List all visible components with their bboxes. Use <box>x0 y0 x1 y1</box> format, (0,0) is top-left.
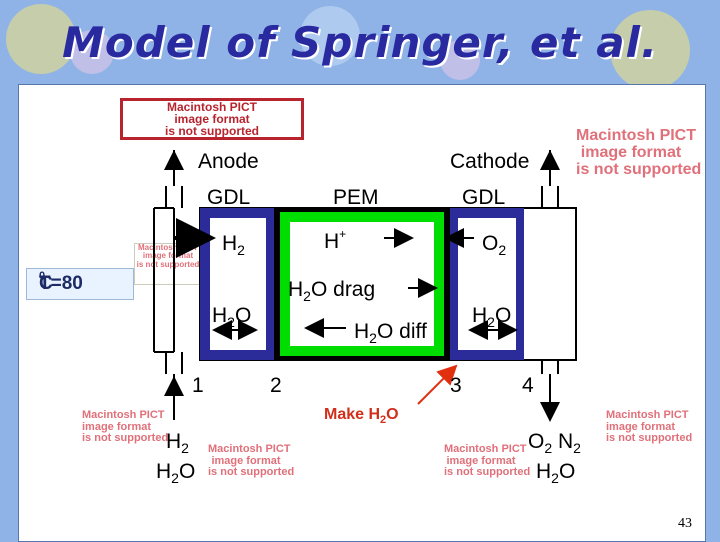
pict-placeholder-top-left: Macintosh PICT image format is not suppo… <box>120 98 304 140</box>
gdl-left-label: GDL <box>207 186 251 209</box>
pict-placeholder-bottom-b: Macintosh PICT image format is not suppo… <box>208 443 295 479</box>
node-4-label: 4 <box>522 374 534 397</box>
page-number: 43 <box>678 516 692 531</box>
slide-title: Model of Springer, et al. <box>62 18 658 67</box>
anode-inlet-h2o-label: H2O <box>156 460 196 486</box>
node-1-label: 1 <box>192 374 204 397</box>
make-h2o-label: Make H2O <box>324 406 399 426</box>
h2o-right-label: H2O <box>472 304 512 330</box>
h2o-left-label: H2O <box>212 304 252 330</box>
node-2-label: 2 <box>270 374 282 397</box>
pict-placeholder-bottom-c: Macintosh PICT image format is not suppo… <box>444 443 531 479</box>
background-bubble <box>440 40 480 80</box>
background-bubble <box>610 10 690 90</box>
gdl-right-label: GDL <box>462 186 506 209</box>
anode-label: Anode <box>198 150 259 173</box>
cathode-label: Cathode <box>450 150 530 173</box>
cathode-inlet-o2n2-label: O2 N2 <box>528 430 581 456</box>
background-bubble <box>70 30 114 74</box>
anode-inlet-h2-label: H2 <box>166 430 189 456</box>
make-h2o-arrow <box>417 364 458 405</box>
proton-label: H+ <box>324 227 347 253</box>
node-3-label: 3 <box>450 374 462 397</box>
pem-label: PEM <box>333 186 379 209</box>
cathode-inlet-h2o-label: H2O <box>536 460 576 486</box>
h2o-diff-label: H2O diff <box>354 320 427 346</box>
background-bubble <box>300 6 360 66</box>
h2o-drag-label: H2O drag <box>288 278 376 304</box>
h2-label: H2 <box>222 232 245 258</box>
background-bubble <box>6 4 76 74</box>
o2-label: O2 <box>482 232 507 258</box>
